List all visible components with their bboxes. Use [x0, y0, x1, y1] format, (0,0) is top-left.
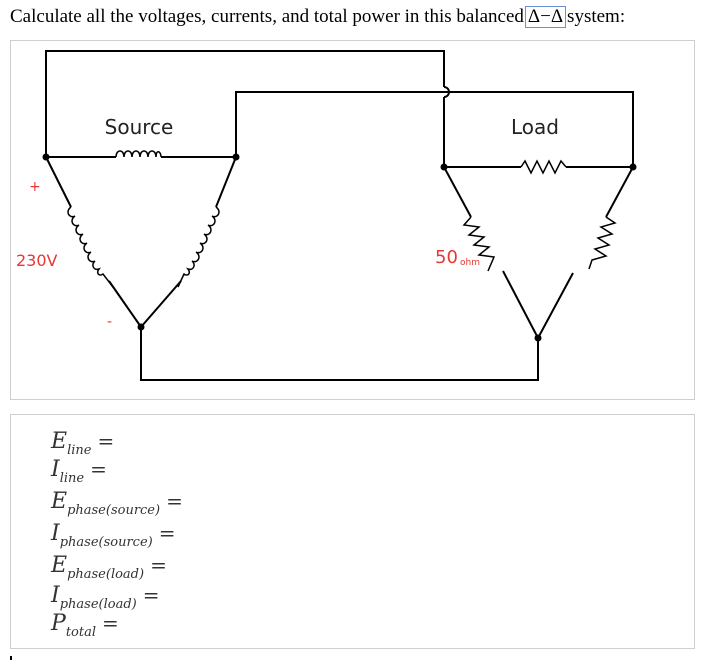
voltage-label: 230V [16, 251, 58, 270]
equation-sign: = [102, 611, 119, 635]
equation-symbol: I [51, 521, 60, 546]
equation-symbol: E [51, 489, 68, 514]
junction-dot [629, 163, 637, 171]
resistance-unit-label: ohm [460, 258, 480, 268]
answer-input-phase-source-voltage[interactable] [188, 495, 248, 513]
source-left-wire-upper [45, 156, 72, 208]
load-left-wire-upper [443, 166, 472, 218]
question-text: Calculate all the voltages, currents, an… [10, 4, 625, 30]
circuit-diagram-panel: Source Load + 230V - 50 ohm [10, 40, 695, 400]
answer-input-phase-source-current[interactable] [181, 527, 241, 545]
circuit-diagram: Source Load + 230V - 50 ohm [16, 50, 637, 381]
junction-dot [534, 334, 542, 342]
equation-symbol: E [51, 429, 68, 454]
equation-symbol: E [51, 553, 68, 578]
source-right-wire-lower [140, 280, 182, 328]
equation-line-current: Iline = [51, 457, 172, 486]
equation-subscript: phase(source) [67, 503, 161, 518]
equation-line-voltage: Eline = [51, 429, 179, 458]
source-left-wire-lower [108, 280, 142, 328]
equation-sign: = [166, 489, 183, 513]
load-top-wire-left [443, 161, 521, 168]
equation-sign: = [158, 521, 176, 545]
equation-subscript: line [59, 471, 85, 486]
equation-subscript: phase(load) [59, 597, 137, 612]
wire-top-outer [45, 50, 445, 157]
equation-symbol: I [51, 583, 60, 608]
source-right-wire-upper [215, 156, 237, 208]
load-label: Load [511, 115, 559, 139]
source-top-coil-icon [115, 150, 162, 158]
load-right-wire-lower [537, 272, 574, 339]
delta-delta-symbol: Δ−Δ [524, 6, 567, 28]
question-prefix: Calculate all the voltages, currents, an… [10, 6, 524, 27]
junction-dots [42, 153, 637, 342]
load-resistors [462, 159, 617, 272]
equation-subscript: phase(load) [67, 567, 145, 582]
equation-phase-source-current: Iphase(source) = [51, 521, 241, 550]
equation-sign: = [142, 583, 160, 607]
answer-input-phase-load-current[interactable] [165, 589, 225, 607]
equation-subscript: line [67, 443, 92, 458]
question-suffix: system: [567, 6, 626, 27]
answer-panel: Eline= Iline= Ephase(source)= Iphase(sou… [10, 414, 695, 649]
load-left-resistor-icon [462, 216, 496, 272]
junction-dot [232, 153, 240, 161]
equation-sign: = [97, 429, 115, 453]
load-right-resistor-icon [588, 216, 617, 270]
wire-bottom [140, 327, 539, 381]
equation-sign: = [150, 553, 167, 577]
source-windings [67, 150, 220, 288]
plus-polarity-label: + [29, 179, 41, 195]
equation-phase-load-current: Iphase(load) = [51, 583, 225, 612]
source-right-coil-icon [177, 206, 220, 288]
wire-top-inner [235, 91, 634, 167]
answer-input-line-voltage[interactable] [119, 435, 179, 453]
junction-dot [137, 323, 145, 331]
equation-sign: = [90, 457, 107, 481]
wires [45, 50, 634, 381]
answer-input-phase-load-voltage[interactable] [172, 559, 232, 577]
equation-subscript: total [65, 625, 96, 640]
load-right-wire-upper [605, 166, 634, 218]
source-label: Source [105, 115, 174, 139]
footer-mark [10, 656, 12, 660]
equation-symbol: I [51, 457, 60, 482]
equation-phase-load-voltage: Ephase(load) = [51, 553, 232, 582]
answer-input-line-current[interactable] [112, 463, 172, 481]
equation-phase-source-voltage: Ephase(source) = [51, 489, 248, 518]
load-top-resistor-icon [520, 159, 567, 175]
resistance-value-label: 50 [435, 247, 458, 268]
junction-dot [42, 153, 50, 161]
equation-symbol: P [51, 611, 66, 636]
minus-polarity-label: - [107, 314, 112, 330]
equation-subscript: phase(source) [59, 535, 153, 550]
answer-input-total-power[interactable] [124, 617, 184, 635]
source-left-coil-icon [67, 206, 114, 288]
load-left-wire-lower [502, 270, 539, 339]
equation-total-power: Ptotal = [51, 611, 184, 640]
junction-dot [440, 163, 448, 171]
